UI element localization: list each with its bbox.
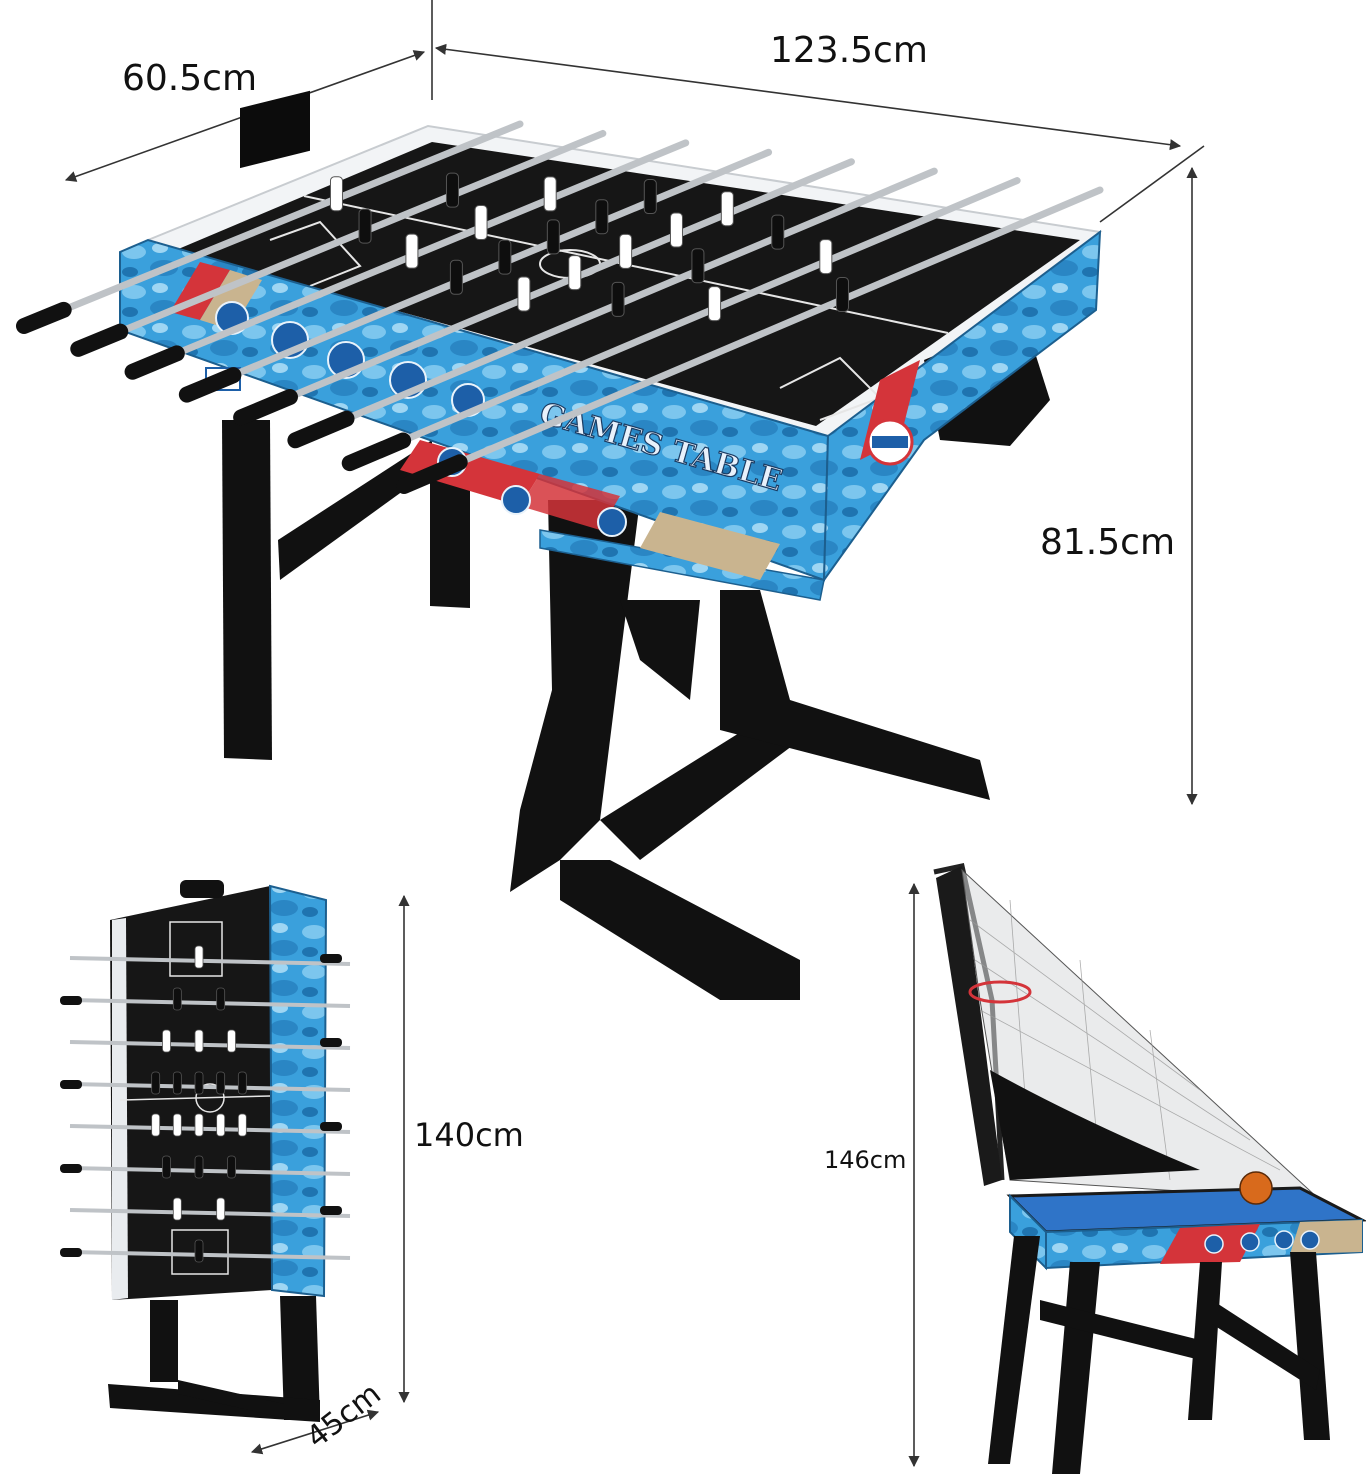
player-figure (619, 233, 633, 269)
player-rod (400, 186, 1104, 490)
rod-handle (60, 1080, 82, 1089)
basketball-hoop (968, 980, 1032, 1004)
player-figure (151, 1071, 161, 1095)
folded-rod (69, 1124, 351, 1134)
player-figure (358, 208, 372, 244)
player-figure (543, 176, 557, 212)
player-figure (194, 945, 204, 969)
player-figure (194, 1113, 204, 1137)
player-figure (611, 281, 625, 317)
folded-rod (69, 1250, 351, 1260)
player-figure (643, 179, 657, 215)
rod-handle (287, 410, 355, 449)
player-figure (151, 1113, 161, 1137)
player-figure (172, 1113, 182, 1137)
height-label: 81.5cm (1040, 522, 1176, 563)
table-legs (222, 420, 990, 1000)
player-figure (517, 276, 531, 312)
folded-rod (69, 1208, 351, 1218)
folded-rod (69, 998, 351, 1008)
player-figure (405, 233, 419, 269)
player-figure (194, 1029, 204, 1053)
rod-handle (233, 388, 298, 426)
rod-handle (60, 996, 82, 1005)
rod-handle (124, 345, 185, 380)
player-figure (216, 1071, 226, 1095)
rod-handle (178, 367, 242, 403)
player-figure (708, 286, 722, 322)
folded-table (60, 880, 351, 1422)
player-figure (498, 239, 512, 275)
basketball-height-label: 146cm (824, 1146, 907, 1174)
dimension-lines (64, 0, 1205, 1468)
player-figure (172, 987, 182, 1011)
player-figure (172, 1071, 182, 1095)
rod-handle (16, 301, 72, 334)
player-figure (669, 212, 683, 248)
player-figure (595, 199, 609, 235)
rod-handle (341, 432, 412, 472)
player-figure (720, 191, 734, 227)
player-figure (227, 1155, 236, 1179)
player-figure (474, 205, 488, 241)
player-figure (691, 248, 705, 284)
player-figure (835, 277, 849, 313)
player-figure (194, 1239, 204, 1263)
player-figure (568, 255, 582, 291)
player-figure (771, 214, 785, 250)
rod-handle (70, 323, 129, 357)
folded-rod (69, 1166, 351, 1176)
rod-handle (320, 1038, 342, 1047)
rod-handle (320, 1206, 342, 1215)
rod-handle (320, 1122, 342, 1131)
player-figure (237, 1113, 247, 1137)
folded-height-label: 140cm (414, 1116, 524, 1154)
player-figure (216, 1113, 226, 1137)
depth-label: 60.5cm (122, 58, 258, 99)
player-rod (183, 148, 773, 399)
player-rod (237, 158, 855, 421)
player-figure (227, 1029, 236, 1053)
player-figure (172, 1197, 182, 1221)
player-figure (162, 1155, 171, 1179)
folded-rod (69, 1040, 351, 1050)
player-rods (16, 120, 1104, 494)
length-label: 123.5cm (770, 30, 928, 71)
player-figure (329, 176, 343, 212)
folded-rod (69, 956, 351, 966)
player-figure (216, 1197, 226, 1221)
player-figure (445, 172, 459, 208)
player-figure (194, 1155, 204, 1179)
player-figure (162, 1029, 171, 1053)
basketball-table (933, 863, 1366, 1474)
folded-rods (60, 945, 351, 1263)
player-rod (346, 177, 1021, 467)
rod-handle (60, 1248, 82, 1257)
player-figure (449, 259, 463, 295)
player-figure (194, 1071, 204, 1095)
player-figure (546, 219, 560, 255)
player-figure (237, 1071, 247, 1095)
basketball (1239, 1171, 1273, 1205)
folded-rod (69, 1082, 351, 1092)
player-figure (819, 239, 833, 275)
player-rod (74, 129, 607, 353)
foosball-table: GAMES TABLE (16, 90, 1104, 1000)
player-rod (20, 120, 524, 330)
rod-handle (60, 1164, 82, 1173)
player-figure (216, 987, 226, 1011)
rod-handle (320, 954, 342, 963)
rod-handle (396, 454, 468, 494)
